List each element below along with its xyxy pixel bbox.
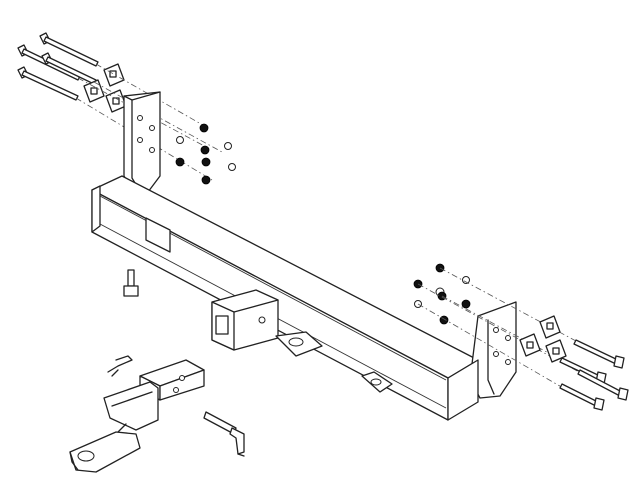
bolt-right-1 xyxy=(573,339,625,369)
bolt-right-3 xyxy=(577,369,629,401)
right-nuts-washers xyxy=(413,263,471,325)
right-spacer-plates xyxy=(519,315,567,363)
crossbar-bottom-tab xyxy=(361,371,393,393)
right-mount-bracket xyxy=(447,301,517,421)
left-bolts xyxy=(17,32,99,101)
right-bolts xyxy=(559,339,629,411)
bolt-left-1 xyxy=(39,32,99,67)
hitch-ball-mount xyxy=(69,423,141,473)
bolt-right-4 xyxy=(559,383,605,411)
hitch-pin-clip xyxy=(107,355,133,377)
receiver-bolt xyxy=(123,269,139,297)
safety-chain-loop xyxy=(275,331,323,357)
receiver-tube xyxy=(211,289,279,351)
left-nuts-washers xyxy=(175,123,236,185)
left-spacer-plates xyxy=(83,63,127,113)
hitch-pin xyxy=(203,411,245,457)
bolt-left-4 xyxy=(17,66,79,101)
left-mount-bracket xyxy=(123,91,161,193)
drawbar xyxy=(103,359,205,431)
